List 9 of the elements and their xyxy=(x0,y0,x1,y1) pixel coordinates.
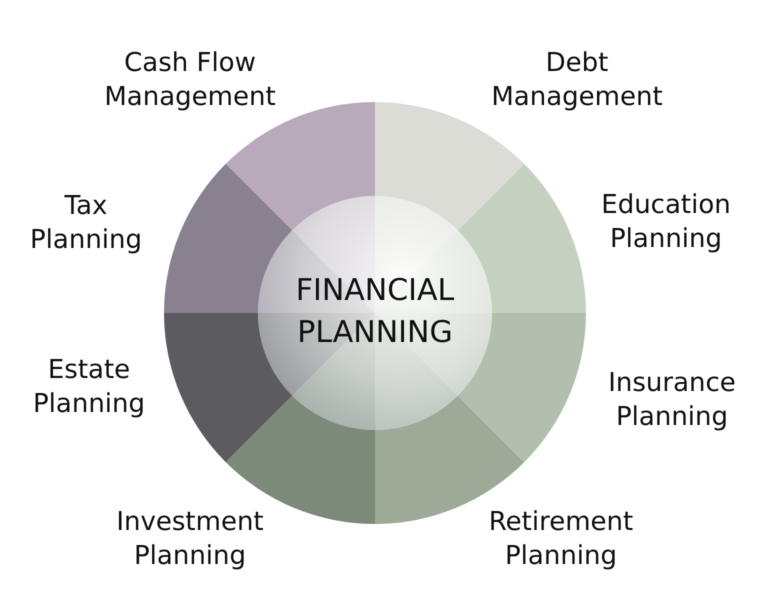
segment-label: Debt Management xyxy=(490,46,664,114)
segment-label: Tax Planning xyxy=(30,190,142,257)
segment-label: Insurance Planning xyxy=(608,366,736,434)
center-label: FINANCIAL PLANNING xyxy=(295,272,455,352)
segment-label: Retirement Planning xyxy=(488,506,634,573)
segment-label: Cash Flow Management xyxy=(104,46,276,114)
segment-label: Estate Planning xyxy=(32,354,146,421)
segment-label: Education Planning xyxy=(600,188,732,256)
segment-label: Investment Planning xyxy=(116,506,264,573)
